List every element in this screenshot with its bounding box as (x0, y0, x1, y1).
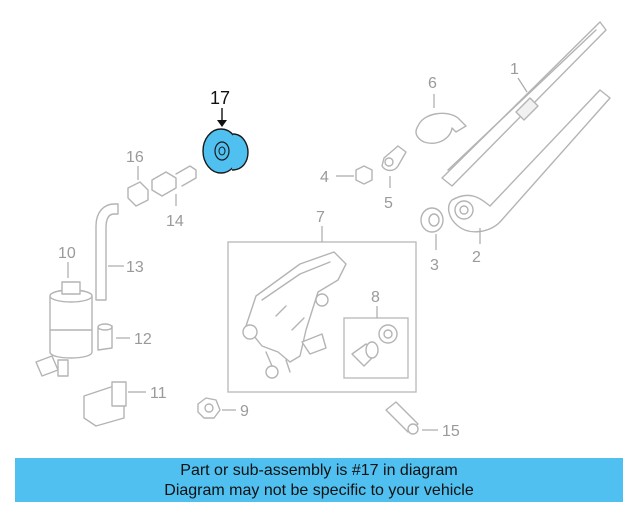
callout-1[interactable]: 1 (510, 61, 519, 78)
part-10-washer-pump[interactable] (35, 281, 93, 377)
callout-14[interactable]: 14 (166, 213, 184, 230)
part-11-connector[interactable] (83, 381, 127, 427)
callout-7[interactable]: 7 (316, 209, 325, 226)
part-12-cap[interactable] (97, 323, 113, 351)
part-6-cap[interactable] (415, 112, 467, 144)
part-15-sensor[interactable] (385, 401, 419, 435)
part-1-wiper-blade[interactable] (441, 21, 607, 187)
callout-11[interactable]: 11 (150, 385, 167, 402)
callout-17[interactable]: 17 (210, 88, 230, 108)
callout-4[interactable]: 4 (320, 169, 329, 186)
callout-12[interactable]: 12 (134, 331, 152, 348)
part-2-wiper-arm[interactable] (447, 89, 611, 233)
callout-5[interactable]: 5 (384, 195, 393, 212)
part-16-clip[interactable] (127, 181, 149, 207)
callout-6[interactable]: 6 (428, 75, 437, 92)
part-9-nut[interactable] (197, 397, 221, 419)
part-4-nut[interactable] (355, 165, 373, 185)
banner-line-1: Part or sub-assembly is #17 in diagram (180, 462, 458, 479)
callout-16[interactable]: 16 (126, 149, 144, 166)
callout-8[interactable]: 8 (371, 289, 380, 306)
callout-10[interactable]: 10 (58, 245, 76, 262)
part-7-wiper-motor[interactable] (242, 251, 347, 379)
callout-3[interactable]: 3 (430, 257, 439, 274)
callout-15[interactable]: 15 (442, 423, 460, 440)
info-banner: Part or sub-assembly is #17 in diagram D… (15, 458, 623, 502)
part-5-nozzle[interactable] (381, 145, 407, 172)
part-14-connector[interactable] (151, 165, 197, 197)
part-8-bushing-kit[interactable] (351, 324, 398, 367)
arrow-down-icon (217, 120, 227, 127)
callout-13[interactable]: 13 (126, 259, 144, 276)
banner-line-2: Diagram may not be specific to your vehi… (164, 482, 474, 499)
part-17-cap-highlighted[interactable] (202, 128, 249, 174)
part-8-box (343, 317, 409, 379)
callout-2[interactable]: 2 (472, 249, 481, 266)
leader-1 (517, 77, 528, 93)
parts-diagram: 1 2 3 4 5 6 7 (35, 21, 611, 440)
callout-9[interactable]: 9 (240, 403, 249, 420)
part-13-hose[interactable] (95, 203, 119, 301)
part-3-grommet[interactable] (420, 207, 444, 233)
